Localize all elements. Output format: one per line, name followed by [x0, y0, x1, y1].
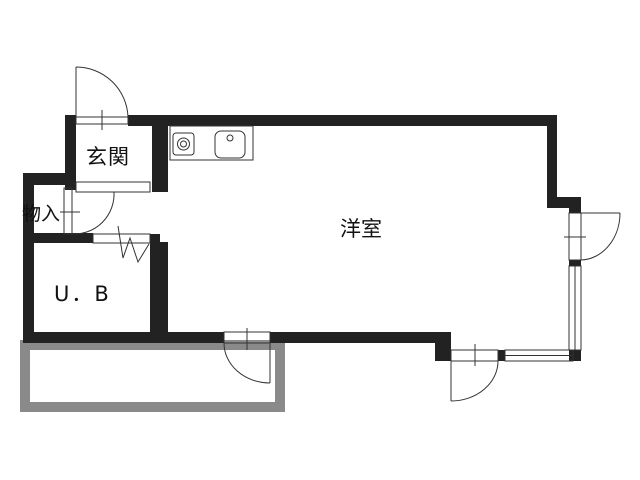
- closet-door[interactable]: [60, 187, 115, 235]
- room-label-unit-bath: U．B: [54, 282, 111, 306]
- entrance-door[interactable]: [75, 66, 129, 130]
- room-label-western-room: 洋室: [340, 217, 382, 241]
- kitchen-counter: [169, 125, 254, 161]
- bath-door[interactable]: [92, 225, 151, 264]
- room-label-closet: 物入: [22, 203, 61, 225]
- balcony: [20, 340, 285, 412]
- sink-icon: [214, 130, 246, 159]
- bottom-door[interactable]: [450, 344, 499, 402]
- room-label-entrance: 玄関: [86, 145, 130, 169]
- entrance-step: [75, 181, 151, 193]
- side-door[interactable]: [564, 212, 621, 261]
- stove-icon: [172, 132, 195, 156]
- burner-icon: [177, 137, 190, 151]
- balcony-door[interactable]: [223, 328, 271, 384]
- bottom-window: [504, 349, 574, 362]
- walls: [23, 115, 581, 361]
- right-window: [568, 265, 582, 351]
